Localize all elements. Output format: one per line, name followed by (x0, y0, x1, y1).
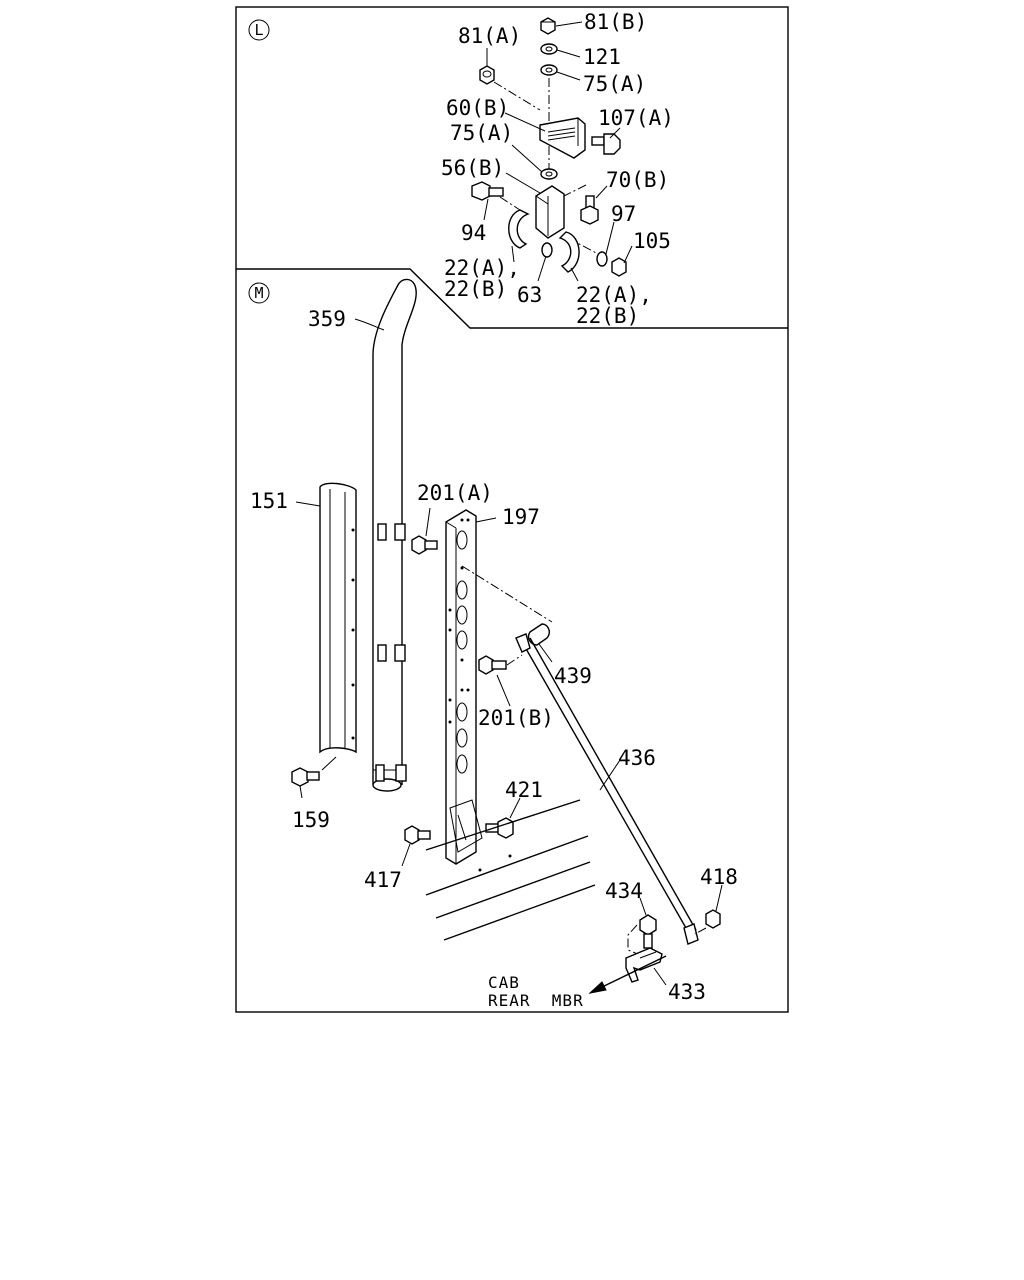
leaders-lower (295, 318, 723, 986)
svg-text:L: L (254, 21, 263, 39)
bracket-433 (625, 947, 663, 983)
callout-81b: 81(B) (584, 10, 647, 34)
frame-rails (425, 799, 596, 941)
direction-note-line2: REAR MBR (488, 991, 584, 1010)
collar-439 (527, 623, 550, 646)
direction-note-line1: CAB (488, 973, 520, 992)
callout-433: 433 (668, 980, 706, 1004)
washer-121 (540, 43, 558, 55)
callout-97: 97 (611, 202, 636, 226)
bolt-417 (404, 825, 431, 845)
callout-105: 105 (633, 229, 671, 253)
section-marker-l: L (248, 19, 270, 41)
callout-201a: 201(A) (417, 481, 493, 505)
bolt-201b (478, 655, 507, 675)
exhaust-assembly: 359 151 201(A) 197 439 201(B) 436 421 15… (250, 278, 738, 1010)
bolt-434 (627, 914, 657, 956)
nut-418 (694, 909, 721, 935)
callout-63: 63 (517, 283, 542, 307)
block-56b (535, 185, 565, 239)
section-marker-m: M (248, 282, 270, 304)
stay-rod-436 (515, 633, 699, 945)
callout-75a-mid: 75(A) (450, 121, 513, 145)
callout-421: 421 (505, 778, 543, 802)
callout-22-right-b: 22(B) (576, 304, 639, 328)
callout-107a: 107(A) (598, 106, 674, 130)
washer-75a-mid (540, 168, 558, 180)
labels-lower: 359 151 201(A) 197 439 201(B) 436 421 15… (250, 307, 738, 1010)
washer-97 (596, 251, 608, 267)
bolt-159 (291, 767, 320, 787)
callout-201b: 201(B) (478, 706, 554, 730)
bolt-70b (580, 195, 599, 225)
leaders-upper (483, 21, 633, 282)
bracket-60b (539, 117, 586, 159)
callout-70b: 70(B) (606, 168, 669, 192)
bolt-94 (471, 181, 504, 201)
diagram-frame (235, 6, 789, 1013)
bolt-421 (485, 817, 514, 839)
callout-22-left-a: 22(A), (444, 256, 520, 280)
nut-105 (611, 257, 627, 277)
spacer-63 (541, 242, 553, 258)
section-divider (236, 268, 788, 329)
labels-upper: 81(B) 81(A) 121 75(A) 60(B) 107(A) 75(A)… (441, 10, 674, 328)
nut-81a (479, 65, 495, 85)
bracket-assembly: 81(B) 81(A) 121 75(A) 60(B) 107(A) 75(A)… (441, 10, 674, 328)
callout-121: 121 (583, 45, 621, 69)
svg-text:M: M (254, 284, 263, 302)
callout-81a: 81(A) (458, 24, 521, 48)
callout-22-left-b: 22(B) (444, 277, 507, 301)
callout-159: 159 (292, 808, 330, 832)
callout-434: 434 (605, 879, 643, 903)
callout-60b: 60(B) (446, 96, 509, 120)
clamp-22-right (558, 231, 580, 273)
callout-417: 417 (364, 868, 402, 892)
callout-94: 94 (461, 221, 486, 245)
washer-75a-top (540, 64, 558, 76)
bolt-107a (591, 133, 621, 155)
heat-shield-151 (319, 482, 357, 771)
callout-75a-top: 75(A) (583, 72, 646, 96)
cab-rear-member-arrow (588, 955, 667, 994)
nut-81b (540, 17, 556, 35)
callout-418: 418 (700, 865, 738, 889)
callout-22-right-a: 22(A), (576, 283, 652, 307)
clamp-22-left (508, 209, 530, 249)
callout-197: 197 (502, 505, 540, 529)
callout-439: 439 (554, 664, 592, 688)
callout-151: 151 (250, 489, 288, 513)
bracket-197 (445, 509, 483, 865)
tail-pipe-359 (372, 278, 417, 792)
callout-436: 436 (618, 746, 656, 770)
callout-56b: 56(B) (441, 156, 504, 180)
callout-359: 359 (308, 307, 346, 331)
bolt-201a (411, 535, 438, 555)
